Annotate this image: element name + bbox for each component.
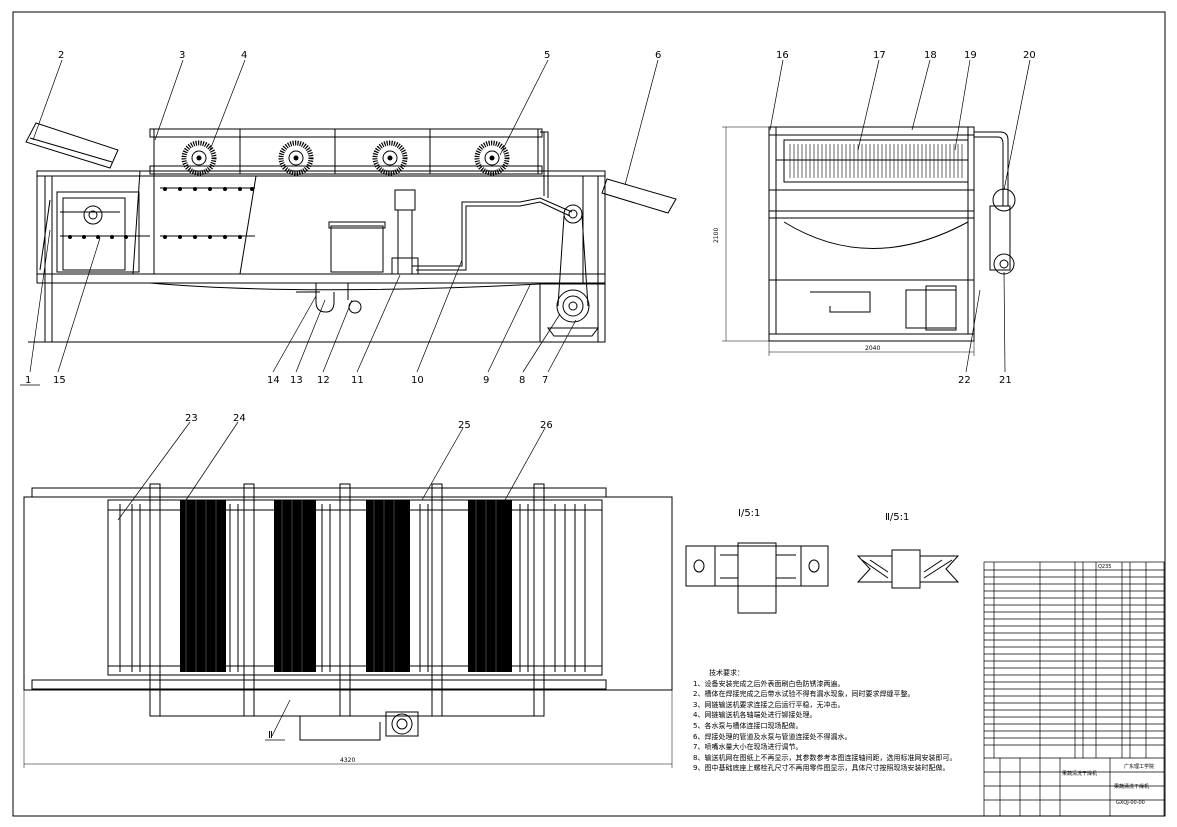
note-item: 5、各水泵与槽体连接口现场配做。 <box>693 721 803 730</box>
leader-lines-side <box>769 59 1031 373</box>
plan-view <box>23 483 673 741</box>
title-block-school: 广东理工学院 <box>1124 763 1154 770</box>
brush-roller <box>372 140 408 176</box>
plan-view-dimensions <box>23 690 673 768</box>
part-number: 22 <box>958 375 971 386</box>
brush-roller <box>474 140 510 176</box>
part-number: 1 <box>25 375 31 386</box>
title-block-name: 果蔬清洗干燥机 <box>1062 770 1097 777</box>
title-block <box>983 561 1165 817</box>
part-number: 15 <box>53 375 66 386</box>
bom-material: Q235 <box>1098 564 1111 570</box>
front-view <box>25 122 677 343</box>
part-number: 7 <box>542 375 548 386</box>
part-numbers: 2 3 4 5 6 16 17 18 19 20 1 15 14 13 12 1… <box>25 50 1154 806</box>
technical-requirements: 技术要求： 1、设备安装完成之后外表面刷白色防锈漆两遍。 2、槽体在焊接完成之后… <box>693 668 983 774</box>
brush-roller <box>181 140 217 176</box>
part-number: 8 <box>519 375 525 386</box>
side-view <box>768 126 1016 342</box>
note-item: 4、网链输送机各轴端处进行铆接处理。 <box>693 711 817 720</box>
part-number: 13 <box>290 375 303 386</box>
part-number: 19 <box>964 50 977 61</box>
part-number: 4 <box>241 50 247 61</box>
title-block-name: 果蔬清洗干燥机 <box>1114 783 1149 790</box>
spray-nozzles <box>68 187 254 239</box>
part-number: 20 <box>1023 50 1036 61</box>
part-number: 5 <box>544 50 550 61</box>
note-item: 3、网链输送机要求连接之后运行平稳，无冲击。 <box>693 700 845 709</box>
dimension-length: 4320 <box>340 757 355 764</box>
plan-brushes <box>180 500 512 672</box>
part-number: 9 <box>483 375 489 386</box>
side-view-brush <box>789 144 963 178</box>
detail-two <box>856 549 960 589</box>
note-item: 7、喷嘴水量大小在现场进行调节。 <box>693 743 803 752</box>
section-mark: Ⅱ <box>268 730 273 741</box>
part-number: 24 <box>233 413 246 424</box>
part-number: 23 <box>185 413 198 424</box>
part-number: 6 <box>655 50 661 61</box>
dimension-width: 2040 <box>865 345 880 352</box>
part-number: 2 <box>58 50 64 61</box>
part-number: 21 <box>999 375 1012 386</box>
side-view-dimensions <box>722 126 975 356</box>
detail-two-label: Ⅱ/5:1 <box>885 512 909 523</box>
part-number: 25 <box>458 420 471 431</box>
note-item: 2、槽体在焊接完成之后带水试验不得有漏水现象，同时要求焊缝平整。 <box>693 690 915 699</box>
part-number: 12 <box>317 375 330 386</box>
note-item: 9、图中基础底座上螺栓孔尺寸不再用零件图显示，具体尺寸按照现场安装时配做。 <box>693 764 950 773</box>
note-item: 6、焊接处理的管道及水泵与管道连接处不得漏水。 <box>693 732 852 741</box>
title-block-drawing-number: GXQJ-00-00 <box>1116 800 1145 806</box>
detail-one-label: Ⅰ/5:1 <box>738 508 760 519</box>
detail-one <box>685 542 829 614</box>
note-item: 1、设备安装完成之后外表面刷白色防锈漆两遍。 <box>693 679 845 688</box>
part-number: 10 <box>411 375 424 386</box>
dimension-height: 2100 <box>713 228 720 243</box>
part-number: 16 <box>776 50 789 61</box>
plan-brush-texture <box>185 500 497 672</box>
brush-roller <box>278 140 314 176</box>
part-number: 17 <box>873 50 886 61</box>
leader-lines-plan <box>117 421 546 741</box>
notes-title: 技术要求： <box>709 669 744 677</box>
part-number: 26 <box>540 420 553 431</box>
part-number: 11 <box>351 375 364 386</box>
brush-rollers <box>181 140 510 176</box>
part-number: 14 <box>267 375 280 386</box>
leader-lines-front <box>20 59 659 386</box>
part-number: 3 <box>179 50 185 61</box>
part-number: 18 <box>924 50 937 61</box>
note-item: 8、输送机网在图纸上不再显示，其参数参考本图连接轴间距，选用标准网安装即可。 <box>693 753 957 762</box>
